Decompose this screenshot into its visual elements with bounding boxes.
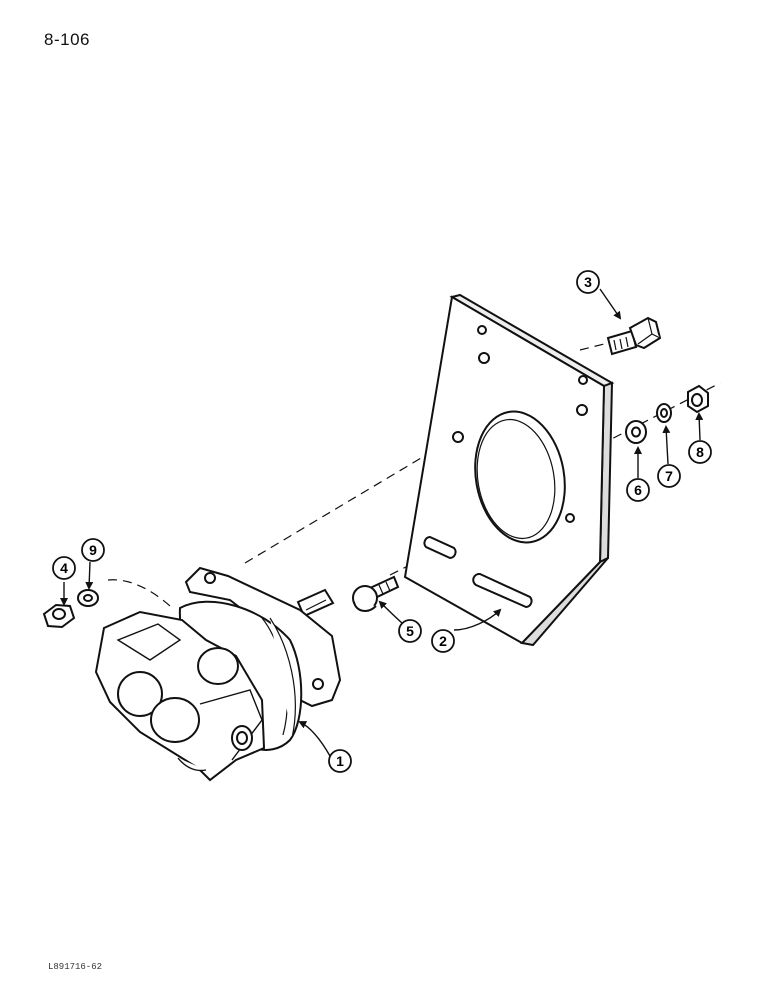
callout-6: 6 — [626, 478, 650, 502]
callout-1: 1 — [328, 749, 352, 773]
callout-8: 8 — [688, 440, 712, 464]
mounting-plate — [403, 293, 615, 647]
hex-bolt — [606, 316, 662, 356]
callout-label-6: 6 — [634, 482, 642, 498]
carriage-bolt — [352, 575, 400, 612]
callout-label-1: 1 — [336, 753, 344, 769]
page-number: 8-106 — [44, 30, 90, 49]
callout-9: 9 — [81, 538, 105, 562]
leader-arrows — [60, 288, 704, 757]
callout-label-3: 3 — [584, 274, 592, 290]
callout-3: 3 — [576, 270, 600, 294]
figure-code: L891716-62 — [48, 962, 103, 972]
left-hardware — [42, 589, 99, 629]
callout-5: 5 — [398, 619, 422, 643]
callout-7: 7 — [657, 464, 681, 488]
callout-4: 4 — [52, 556, 76, 580]
callout-label-2: 2 — [439, 633, 447, 649]
callout-label-8: 8 — [696, 444, 704, 460]
right-hardware — [625, 384, 709, 444]
callout-label-9: 9 — [89, 542, 97, 558]
hydraulic-motor — [94, 566, 342, 782]
callout-label-5: 5 — [406, 623, 414, 639]
callout-2: 2 — [431, 629, 455, 653]
callout-label-7: 7 — [665, 468, 673, 484]
callout-label-4: 4 — [60, 560, 68, 576]
